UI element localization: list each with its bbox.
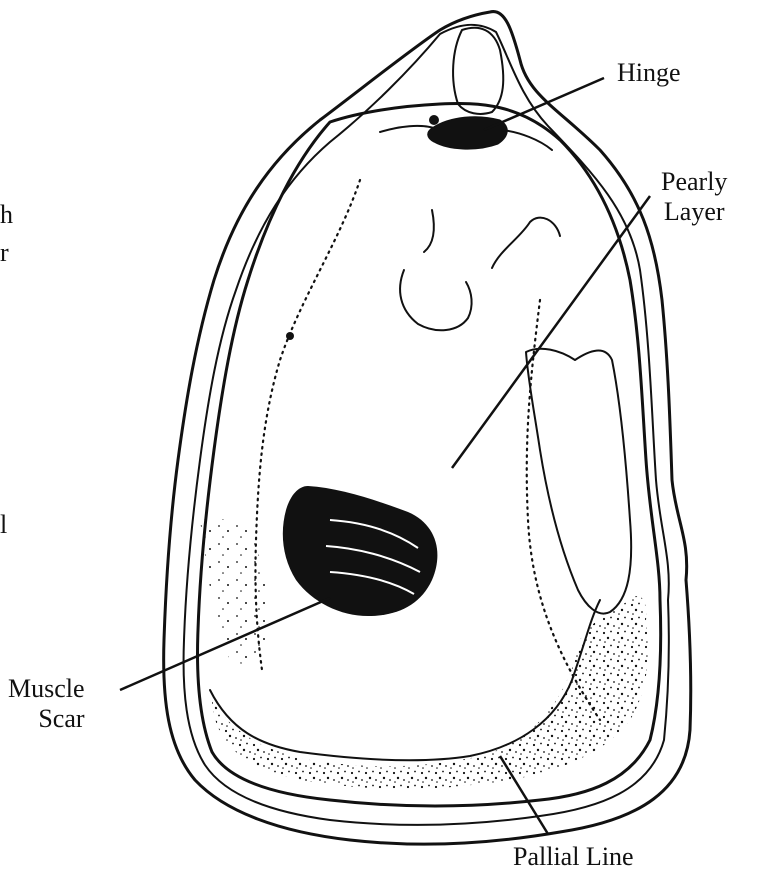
cropped-text-3: l [0,510,20,540]
gill-mark-3 [492,218,560,268]
cropped-text-1: h [0,200,20,230]
hinge-dot [429,115,439,125]
ligament [428,117,508,149]
gill-mark [400,270,472,330]
hinge-ridge-left [380,126,434,132]
interior-dot [286,332,294,340]
pearly-layer-label: Pearly Layer [661,167,727,227]
muscle-scar-label: Muscle Scar [8,674,85,734]
interior-contour [526,349,631,614]
hinge-label: Hinge [617,58,681,88]
cropped-text-2: r [0,238,20,268]
pearly-label-line1: Pearly [661,167,727,197]
muscle-label-line1: Muscle [8,674,85,704]
pallial-line-label: Pallial Line [513,842,634,872]
pallial-stipple-band [212,620,648,789]
pearly-leader [452,196,650,468]
muscle-label-line2: Scar [8,704,85,734]
hinge-ridge-right [502,130,552,150]
umbo [453,28,503,114]
gill-mark-2 [424,210,434,252]
pearly-label-line2: Layer [661,197,727,227]
